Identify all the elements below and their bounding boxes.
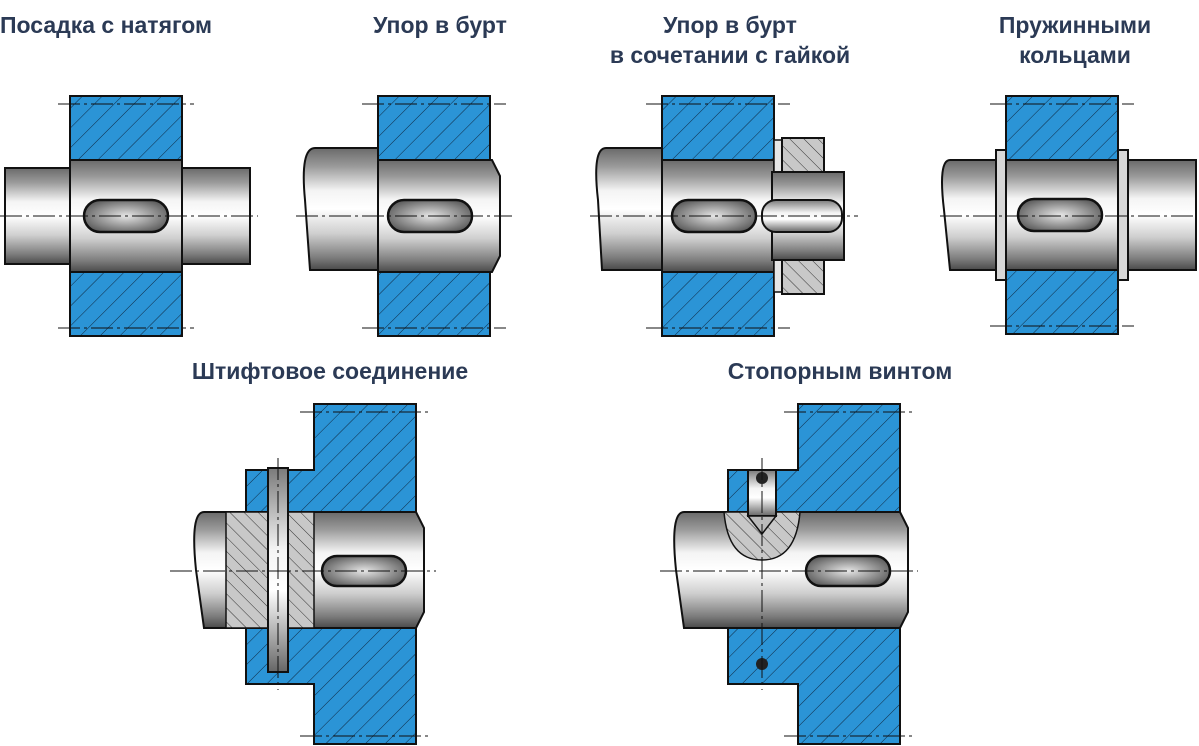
- hub-bottom-section: [69, 271, 183, 337]
- retaining-ring-left: [995, 149, 1007, 281]
- keyway: [1016, 197, 1104, 233]
- drawing-shoulder-stop: [296, 95, 512, 337]
- caption-retaining-rings-line1: Пружинными: [998, 12, 1152, 38]
- hub-bottom-section: [1005, 269, 1119, 335]
- caption-interference-fit: Посадка с натягом: [0, 12, 213, 38]
- hub-bottom-section: [661, 271, 775, 337]
- hub-top-section: [69, 95, 183, 161]
- caption-retaining-rings: Пружинными кольцами: [960, 10, 1190, 70]
- caption-shoulder-nut-line1: Упор в бурт: [663, 12, 797, 38]
- retaining-ring-right: [1117, 149, 1129, 281]
- hub-top-section: [377, 95, 491, 161]
- shaft-large: [595, 147, 663, 271]
- hub-top-section: [1005, 95, 1119, 161]
- drawing-set-screw: [660, 403, 918, 745]
- hub-bottom-section: [377, 271, 491, 337]
- caption-shoulder-stop: Упор в бурт: [373, 12, 507, 38]
- shaft-large: [302, 147, 379, 271]
- caption-pin-connection: Штифтовое соединение: [191, 358, 469, 384]
- drawing-interference-fit: [0, 95, 258, 337]
- caption-set-screw: Стопорным винтом: [727, 358, 953, 384]
- drawing-pin-connection: [170, 403, 436, 745]
- caption-shoulder-nut: Упор в бурт в сочетании с гайкой: [570, 10, 890, 70]
- drawing-shoulder-nut: [590, 95, 858, 337]
- caption-retaining-rings-line2: кольцами: [1019, 42, 1131, 68]
- drawing-retaining-rings: [940, 95, 1197, 335]
- hub-top-section: [661, 95, 775, 161]
- nut-bottom-section: [781, 257, 825, 295]
- caption-shoulder-nut-line2: в сочетании с гайкой: [609, 42, 851, 68]
- nut-top-section: [781, 137, 825, 175]
